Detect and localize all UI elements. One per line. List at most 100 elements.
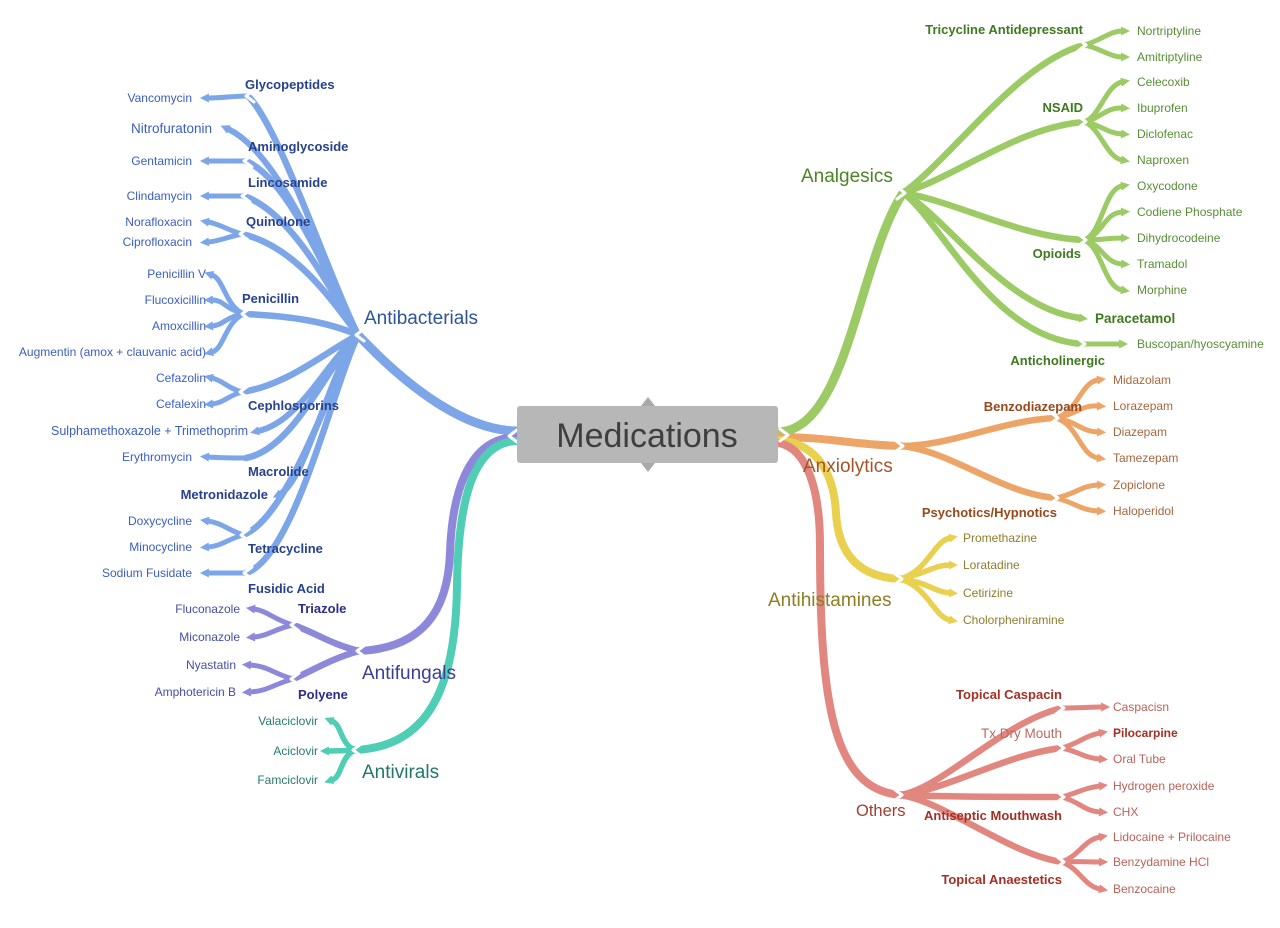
node-polyene[interactable]: Polyene xyxy=(298,687,348,702)
node-cetirizine[interactable]: Cetirizine xyxy=(963,586,1013,600)
nyastatin-twig xyxy=(241,660,296,682)
node-flucoxicillin[interactable]: Flucoxicillin xyxy=(145,293,206,307)
fluconazole-twig xyxy=(245,604,296,628)
node-hydrogen-peroxide[interactable]: Hydrogen peroxide xyxy=(1113,779,1215,793)
node-tetracycline[interactable]: Tetracycline xyxy=(248,541,323,556)
node-gentamicin[interactable]: Gentamicin xyxy=(131,154,192,168)
node-others[interactable]: Others xyxy=(856,802,906,820)
node-miconazole[interactable]: Miconazole xyxy=(179,630,240,644)
node-diclofenac[interactable]: Diclofenac xyxy=(1137,127,1193,141)
node-codiene-phosphate[interactable]: Codiene Phosphate xyxy=(1137,205,1243,219)
node-norafloxacin[interactable]: Norafloxacin xyxy=(125,215,192,229)
center-node-box[interactable] xyxy=(517,406,778,463)
node-amitriptyline[interactable]: Amitriptyline xyxy=(1137,50,1203,64)
node-tramadol[interactable]: Tramadol xyxy=(1137,257,1187,271)
node-benzydamine-hcl[interactable]: Benzydamine HCl xyxy=(1113,855,1209,869)
fusidic-acid-branch-path xyxy=(242,331,362,577)
node-celecoxib[interactable]: Celecoxib xyxy=(1137,75,1190,89)
node-lorazepam[interactable]: Lorazepam xyxy=(1113,399,1173,413)
node-fluconazole[interactable]: Fluconazole xyxy=(175,602,240,616)
node-antihistamines[interactable]: Antihistamines xyxy=(768,590,892,611)
node-metronidazole[interactable]: Metronidazole xyxy=(181,487,268,502)
node-benzodiazepam[interactable]: Benzodiazepam xyxy=(984,399,1082,414)
node-erythromycin[interactable]: Erythromycin xyxy=(122,450,192,464)
node-dihydrocodeine[interactable]: Dihydrocodeine xyxy=(1137,231,1221,245)
node-oral-tube[interactable]: Oral Tube xyxy=(1113,752,1166,766)
node-vancomycin[interactable]: Vancomycin xyxy=(128,91,192,105)
node-benzocaine[interactable]: Benzocaine xyxy=(1113,882,1176,896)
node-cholorpheniramine[interactable]: Cholorpheniramine xyxy=(963,613,1065,627)
node-macrolide[interactable]: Macrolide xyxy=(248,464,309,479)
node-nortriptyline[interactable]: Nortriptyline xyxy=(1137,24,1201,38)
node-cefazolin[interactable]: Cefazolin xyxy=(156,371,206,385)
quinolone-branch-path xyxy=(238,230,362,339)
node-nyastatin[interactable]: Nyastatin xyxy=(186,658,236,672)
node-fusidic-acid[interactable]: Fusidic Acid xyxy=(248,581,325,596)
node-antiseptic-mouthwash[interactable]: Antiseptic Mouthwash xyxy=(924,808,1062,823)
node-lincosamide[interactable]: Lincosamide xyxy=(248,175,327,190)
node-augmentin[interactable]: Augmentin (amox + clauvanic acid) xyxy=(19,345,206,359)
node-anticholinergic[interactable]: Anticholinergic xyxy=(1010,353,1105,368)
oral-tube-twig xyxy=(1059,745,1109,764)
node-tx-dry-mouth[interactable]: Tx Dry Mouth xyxy=(981,726,1062,741)
node-antivirals[interactable]: Antivirals xyxy=(362,762,439,783)
hydrogen-peroxide-twig xyxy=(1059,781,1109,800)
node-nitrofuratonin[interactable]: Nitrofuratonin xyxy=(131,121,212,136)
node-cephlosporins[interactable]: Cephlosporins xyxy=(248,398,339,413)
ibuprofen-twig xyxy=(1081,103,1131,125)
node-buscopan[interactable]: Buscopan/hyoscyamine xyxy=(1137,337,1264,351)
node-glycopeptides[interactable]: Glycopeptides xyxy=(245,77,335,92)
node-sodium-fusidate[interactable]: Sodium Fusidate xyxy=(102,566,192,580)
node-clindamycin[interactable]: Clindamycin xyxy=(127,189,192,203)
node-antibacterials[interactable]: Antibacterials xyxy=(364,308,478,329)
node-lidocaine-prilocaine[interactable]: Lidocaine + Prilocaine xyxy=(1113,830,1231,844)
node-pilocarpine[interactable]: Pilocarpine xyxy=(1113,726,1178,740)
node-topical-caspacin[interactable]: Topical Caspacin xyxy=(956,687,1062,702)
node-quinolone[interactable]: Quinolone xyxy=(246,214,310,229)
triazole-branch-path xyxy=(289,621,363,655)
center-node[interactable]: Medications xyxy=(517,397,778,472)
node-cefalexin[interactable]: Cefalexin xyxy=(156,397,206,411)
center-node-label[interactable]: Medications xyxy=(556,417,737,455)
node-triazole[interactable]: Triazole xyxy=(298,601,346,616)
node-midazolam[interactable]: Midazolam xyxy=(1113,373,1171,387)
node-diazepam[interactable]: Diazepam xyxy=(1113,425,1167,439)
node-paracetamol[interactable]: Paracetamol xyxy=(1095,311,1175,326)
node-nsaid[interactable]: NSAID xyxy=(1043,100,1083,115)
node-oxycodone[interactable]: Oxycodone xyxy=(1137,179,1198,193)
node-tamezepam[interactable]: Tamezepam xyxy=(1113,451,1178,465)
node-famciclovir[interactable]: Famciclovir xyxy=(257,773,318,787)
node-psychotics-hypnotics[interactable]: Psychotics/Hypnotics xyxy=(922,505,1057,520)
node-morphine[interactable]: Morphine xyxy=(1137,283,1187,297)
node-caspacisn[interactable]: Caspacisn xyxy=(1113,700,1169,714)
center-collapse-arrow-top[interactable] xyxy=(641,397,655,406)
anxiolytics-trunk-path xyxy=(775,433,905,450)
node-zopiclone[interactable]: Zopiclone xyxy=(1113,478,1165,492)
node-anxiolytics[interactable]: Anxiolytics xyxy=(803,456,893,477)
node-chx[interactable]: CHX xyxy=(1113,805,1138,819)
node-aminoglycoside[interactable]: Aminoglycoside xyxy=(248,139,348,154)
node-sulphamethoxazole-trimethoprim[interactable]: Sulphamethoxazole + Trimethoprim xyxy=(51,424,248,438)
node-analgesics[interactable]: Analgesics xyxy=(801,166,893,187)
node-tricycline-antidepressant[interactable]: Tricycline Antidepressant xyxy=(925,22,1083,37)
augmentin-twig xyxy=(204,311,247,357)
node-amoxcillin[interactable]: Amoxcillin xyxy=(152,319,206,333)
node-aciclovir[interactable]: Aciclovir xyxy=(273,744,318,758)
antihistamines-trunk-path xyxy=(775,436,904,583)
node-naproxen[interactable]: Naproxen xyxy=(1137,153,1189,167)
node-opioids[interactable]: Opioids xyxy=(1033,246,1081,261)
node-minocycline[interactable]: Minocycline xyxy=(129,540,192,554)
node-promethazine[interactable]: Promethazine xyxy=(963,531,1037,545)
center-collapse-arrow-bottom[interactable] xyxy=(641,463,655,472)
node-topical-anaestetics[interactable]: Topical Anaestetics xyxy=(941,872,1062,887)
node-haloperidol[interactable]: Haloperidol xyxy=(1113,504,1174,518)
node-ciprofloxacin[interactable]: Ciprofloxacin xyxy=(123,235,192,249)
node-doxycycline[interactable]: Doxycycline xyxy=(128,514,192,528)
node-valaciclovir[interactable]: Valaciclovir xyxy=(258,714,318,728)
node-penicillin-v[interactable]: Penicillin V xyxy=(147,267,206,281)
node-loratadine[interactable]: Loratadine xyxy=(963,558,1020,572)
node-amphotericin-b[interactable]: Amphotericin B xyxy=(155,685,236,699)
node-ibuprofen[interactable]: Ibuprofen xyxy=(1137,101,1188,115)
node-antifungals[interactable]: Antifungals xyxy=(362,663,456,684)
node-penicillin[interactable]: Penicillin xyxy=(242,291,299,306)
